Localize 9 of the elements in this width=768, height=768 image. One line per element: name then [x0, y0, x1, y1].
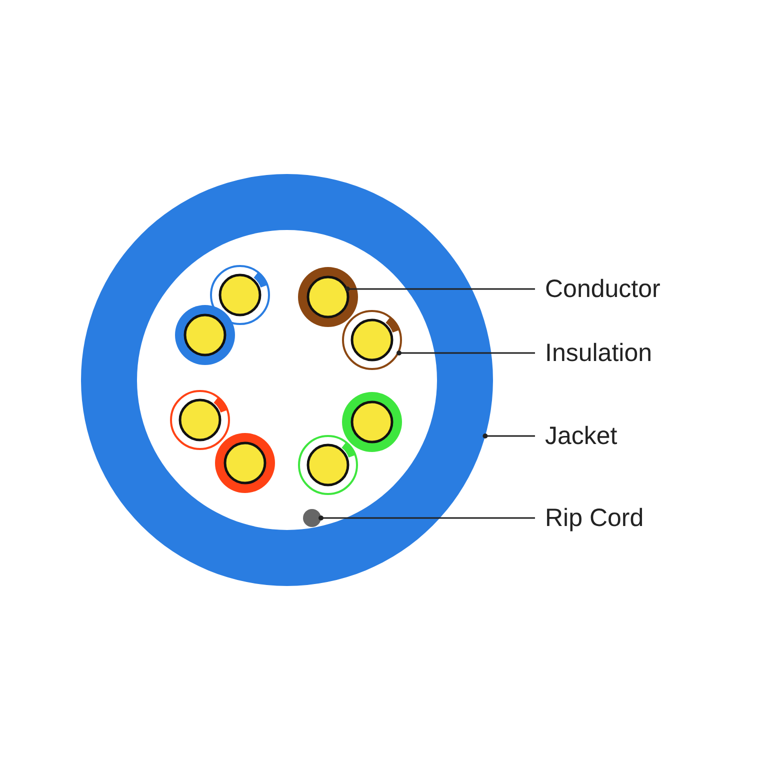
leader-line — [344, 286, 535, 292]
part-label: Jacket — [545, 421, 618, 451]
part-label: Conductor — [545, 274, 660, 304]
part-label: Rip Cord — [545, 503, 644, 533]
leader-line — [396, 350, 535, 356]
leader-line — [482, 434, 535, 438]
conductor-core — [306, 276, 350, 318]
leader-line — [318, 516, 535, 520]
part-label: Insulation — [545, 338, 652, 368]
